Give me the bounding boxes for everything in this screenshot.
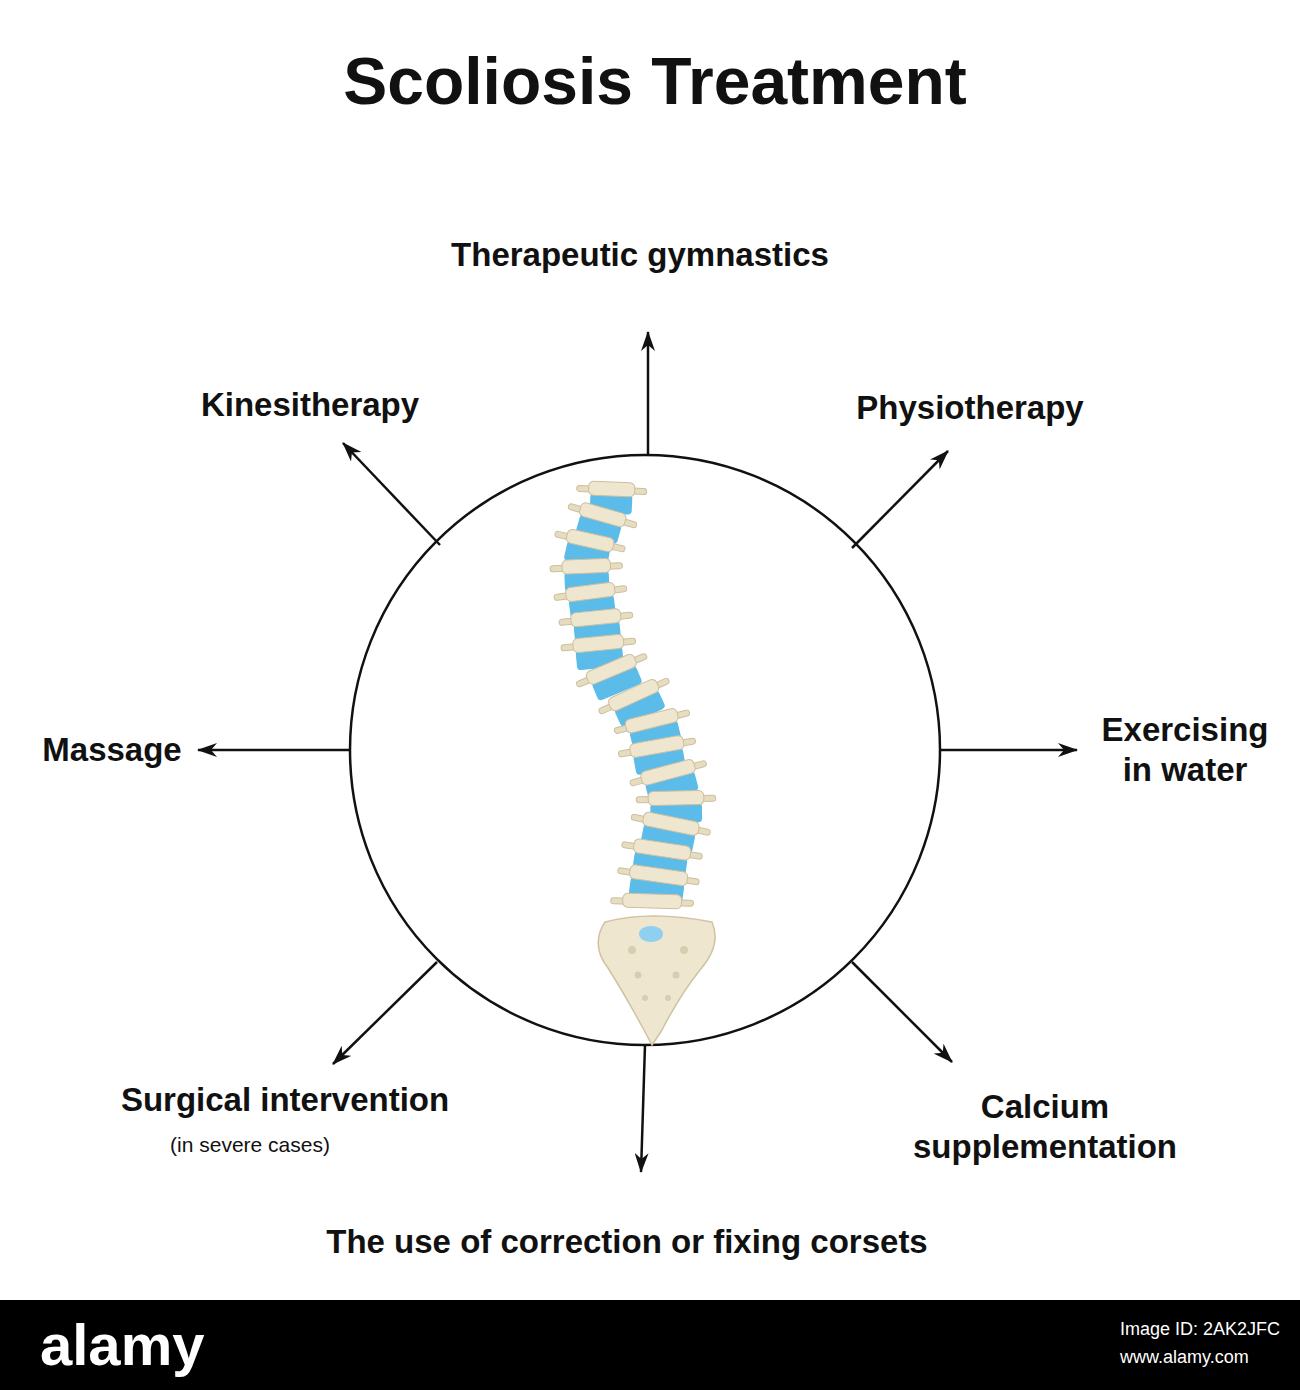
arrow bbox=[198, 749, 350, 752]
vertebral-body bbox=[565, 582, 616, 602]
vertebral-body bbox=[578, 502, 627, 528]
vertebral-body bbox=[585, 653, 638, 686]
sacral-foramen bbox=[680, 946, 688, 954]
arrow bbox=[343, 443, 440, 545]
sacral-foramen bbox=[628, 946, 636, 954]
watermark: alamy bbox=[40, 1310, 204, 1380]
arrow bbox=[647, 332, 650, 455]
arrow bbox=[852, 962, 952, 1062]
vertebra bbox=[596, 673, 679, 734]
arrow bbox=[641, 1045, 645, 1172]
treatment-label: Therapeutic gymnastics bbox=[451, 235, 829, 275]
treatment-label: The use of correction or fixing corsets bbox=[326, 1222, 927, 1262]
watermark-url: www.alamy.com bbox=[1120, 1347, 1249, 1369]
sacrum-bone bbox=[598, 916, 715, 1045]
vertebral-body bbox=[607, 678, 660, 713]
treatment-label: Exercising in water bbox=[1085, 710, 1285, 789]
leader-arrows bbox=[198, 332, 1077, 1172]
treatment-label: Calcium supplementation bbox=[905, 1087, 1185, 1166]
vertebral-body bbox=[629, 864, 688, 886]
arrow bbox=[940, 749, 1077, 752]
vertebral-body bbox=[588, 481, 635, 497]
treatment-label: Kinesitherapy bbox=[201, 385, 419, 425]
sacral-foramen bbox=[635, 972, 642, 979]
transverse-process bbox=[576, 653, 648, 688]
treatment-label: Massage bbox=[42, 730, 181, 770]
arrow bbox=[333, 962, 437, 1064]
sacral-foramen bbox=[665, 995, 671, 1001]
sacral-foramen bbox=[673, 972, 680, 979]
image-id: Image ID: 2AK2JFC bbox=[1120, 1319, 1280, 1341]
spine-illustration bbox=[550, 480, 716, 909]
vertebral-body bbox=[640, 758, 697, 786]
vertebral-body bbox=[642, 811, 700, 836]
treatment-label: Physiotherapy bbox=[856, 388, 1083, 428]
diagram-title: Scoliosis Treatment bbox=[343, 42, 967, 121]
vertebral-body bbox=[565, 528, 615, 552]
vertebral-body bbox=[572, 634, 624, 653]
sacral-foramen bbox=[642, 995, 648, 1001]
vertebra bbox=[611, 893, 694, 910]
vertebral-body bbox=[570, 608, 621, 627]
vertebral-body bbox=[624, 708, 679, 734]
sacrum bbox=[598, 916, 715, 1045]
vertebral-body bbox=[633, 838, 692, 860]
treatment-label: Surgical intervention bbox=[121, 1080, 449, 1120]
vertebral-body bbox=[648, 791, 704, 806]
transverse-process bbox=[598, 677, 670, 714]
vertebral-body bbox=[562, 558, 611, 574]
arrow bbox=[852, 451, 948, 548]
note-label: (in severe cases) bbox=[170, 1132, 330, 1157]
sacral-canal bbox=[639, 926, 663, 942]
vertebral-body bbox=[629, 735, 685, 758]
vertebral-body bbox=[623, 893, 682, 909]
